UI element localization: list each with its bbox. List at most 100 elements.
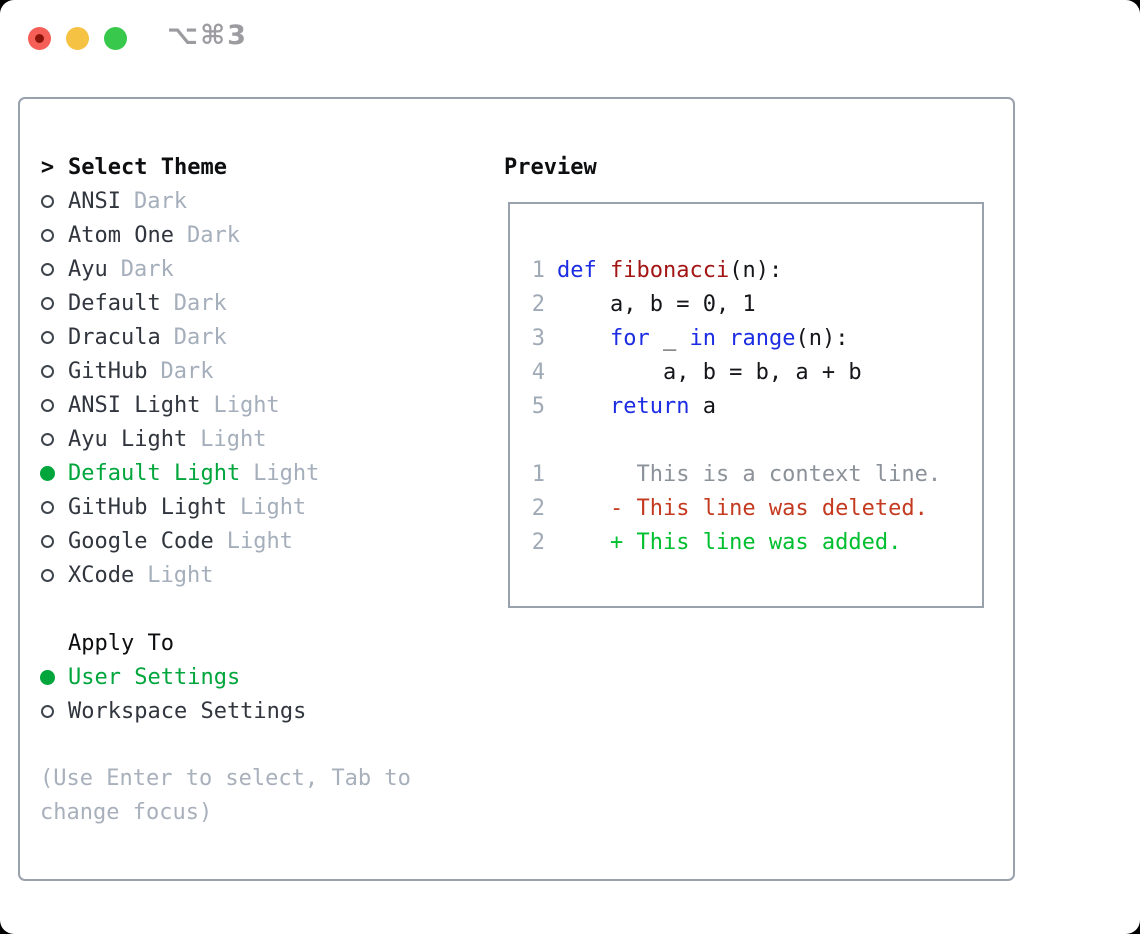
preview-title: Preview (504, 154, 597, 180)
code-text (597, 258, 610, 283)
theme-option-default-dark[interactable]: Default Dark (40, 286, 490, 320)
radio-unselected-icon (40, 194, 55, 208)
cursor-icon: > (40, 154, 55, 180)
theme-name: Ayu Light (68, 426, 188, 452)
radio-unselected-icon (40, 364, 55, 378)
theme-name: Google Code (68, 528, 214, 554)
theme-variant: Light (213, 392, 280, 418)
line-number: 1 (531, 461, 545, 487)
theme-name: GitHub (68, 358, 148, 384)
code-keyword: in (689, 325, 716, 351)
theme-variant: Light (226, 528, 293, 554)
line-number: 1 (531, 257, 545, 283)
code-line: 4 a, b = b, a + b (520, 355, 982, 389)
theme-option-xcode-light[interactable]: XCode Light (40, 558, 490, 592)
radio-unselected-icon (40, 432, 55, 446)
radio-unselected-icon (40, 568, 55, 582)
theme-variant: Dark (133, 188, 187, 214)
theme-option-ayu-light[interactable]: Ayu Light Light (40, 422, 490, 456)
theme-option-ansi-light[interactable]: ANSI Light Light (40, 388, 490, 422)
apply-option-label: User Settings (68, 664, 241, 690)
theme-name: ANSI Light (68, 392, 201, 418)
radio-unselected-icon (40, 296, 55, 310)
diff-context-line: 1 This is a context line. (520, 457, 982, 491)
code-text: a, b = 0, 1 (557, 291, 756, 317)
theme-picker-panel: > Select Theme ANSI Dark Atom One Dark A… (18, 97, 1015, 881)
window-shortcut-label: ⌥⌘3 (167, 20, 248, 51)
theme-variant: Light (239, 494, 307, 520)
theme-variant: Dark (120, 256, 174, 282)
code-text: (n): (795, 325, 849, 351)
code-text (716, 326, 729, 351)
theme-variant: Dark (173, 290, 227, 316)
diff-context-text: This is a context line. (557, 461, 942, 487)
theme-variant: Dark (173, 324, 227, 350)
maximize-button-icon[interactable] (104, 27, 127, 50)
line-number: 5 (531, 393, 545, 419)
code-text (557, 326, 610, 351)
apply-option-label: Workspace Settings (68, 698, 307, 724)
radio-unselected-icon (40, 534, 55, 548)
theme-option-dracula-dark[interactable]: Dracula Dark (40, 320, 490, 354)
theme-variant: Light (253, 460, 320, 486)
theme-name: Atom One (68, 222, 174, 248)
select-theme-header: > Select Theme (40, 150, 490, 184)
theme-name: Dracula (68, 324, 161, 350)
line-number: 2 (531, 291, 545, 317)
theme-variant: Dark (160, 358, 214, 384)
minimize-button-icon[interactable] (66, 27, 89, 50)
code-line: 1 def fibonacci(n): (520, 253, 982, 287)
code-keyword: return (609, 393, 690, 419)
theme-name: Default (68, 290, 161, 316)
code-keyword: range (729, 325, 796, 351)
theme-option-default-light[interactable]: Default Light Light (40, 456, 490, 490)
diff-added-text: + This line was added. (557, 529, 902, 555)
theme-name: XCode (68, 562, 135, 588)
diff-added-line: 2 + This line was added. (520, 525, 982, 559)
theme-option-ansi-dark[interactable]: ANSI Dark (40, 184, 490, 218)
line-number: 2 (531, 529, 545, 555)
code-line: 2 a, b = 0, 1 (520, 287, 982, 321)
theme-option-ayu-dark[interactable]: Ayu Dark (40, 252, 490, 286)
code-function: fibonacci (610, 257, 730, 283)
line-number: 2 (531, 495, 545, 521)
code-text: _ (649, 325, 690, 351)
line-number: 4 (531, 359, 545, 385)
code-line: 3 for _ in range(n): (520, 321, 982, 355)
theme-variant: Dark (186, 222, 240, 248)
code-text: a (689, 393, 716, 419)
radio-selected-icon (40, 669, 55, 685)
theme-option-github-dark[interactable]: GitHub Dark (40, 354, 490, 388)
diff-deleted-text: - This line was deleted. (557, 495, 928, 521)
theme-name: Default Light (68, 460, 241, 486)
theme-name: Ayu (68, 256, 108, 282)
radio-unselected-icon (40, 330, 55, 344)
apply-option-user-settings[interactable]: User Settings (40, 660, 490, 694)
close-button-icon[interactable] (28, 27, 51, 50)
line-number: 3 (531, 325, 545, 351)
title-bar: ⌥⌘3 (0, 0, 1140, 76)
code-keyword: def (557, 257, 597, 283)
theme-name: GitHub Light (68, 494, 227, 520)
theme-name: ANSI (68, 188, 121, 214)
radio-unselected-icon (40, 262, 55, 276)
theme-option-github-light[interactable]: GitHub Light Light (40, 490, 490, 524)
code-text (557, 394, 610, 419)
radio-selected-icon (40, 465, 55, 481)
theme-list-column: > Select Theme ANSI Dark Atom One Dark A… (40, 150, 490, 830)
radio-unselected-icon (40, 704, 55, 718)
apply-to-header: Apply To (40, 626, 490, 660)
code-text: (n): (729, 257, 783, 283)
theme-option-atom-one-dark[interactable]: Atom One Dark (40, 218, 490, 252)
diff-deleted-line: 2 - This line was deleted. (520, 491, 982, 525)
select-theme-title: Select Theme (68, 154, 227, 180)
help-text: (Use Enter to select, Tab to change focu… (40, 766, 411, 825)
code-keyword: for (609, 325, 650, 351)
code-line: 5 return a (520, 389, 982, 423)
apply-option-workspace-settings[interactable]: Workspace Settings (40, 694, 490, 728)
theme-option-google-code-light[interactable]: Google Code Light (40, 524, 490, 558)
theme-variant: Light (147, 562, 214, 588)
